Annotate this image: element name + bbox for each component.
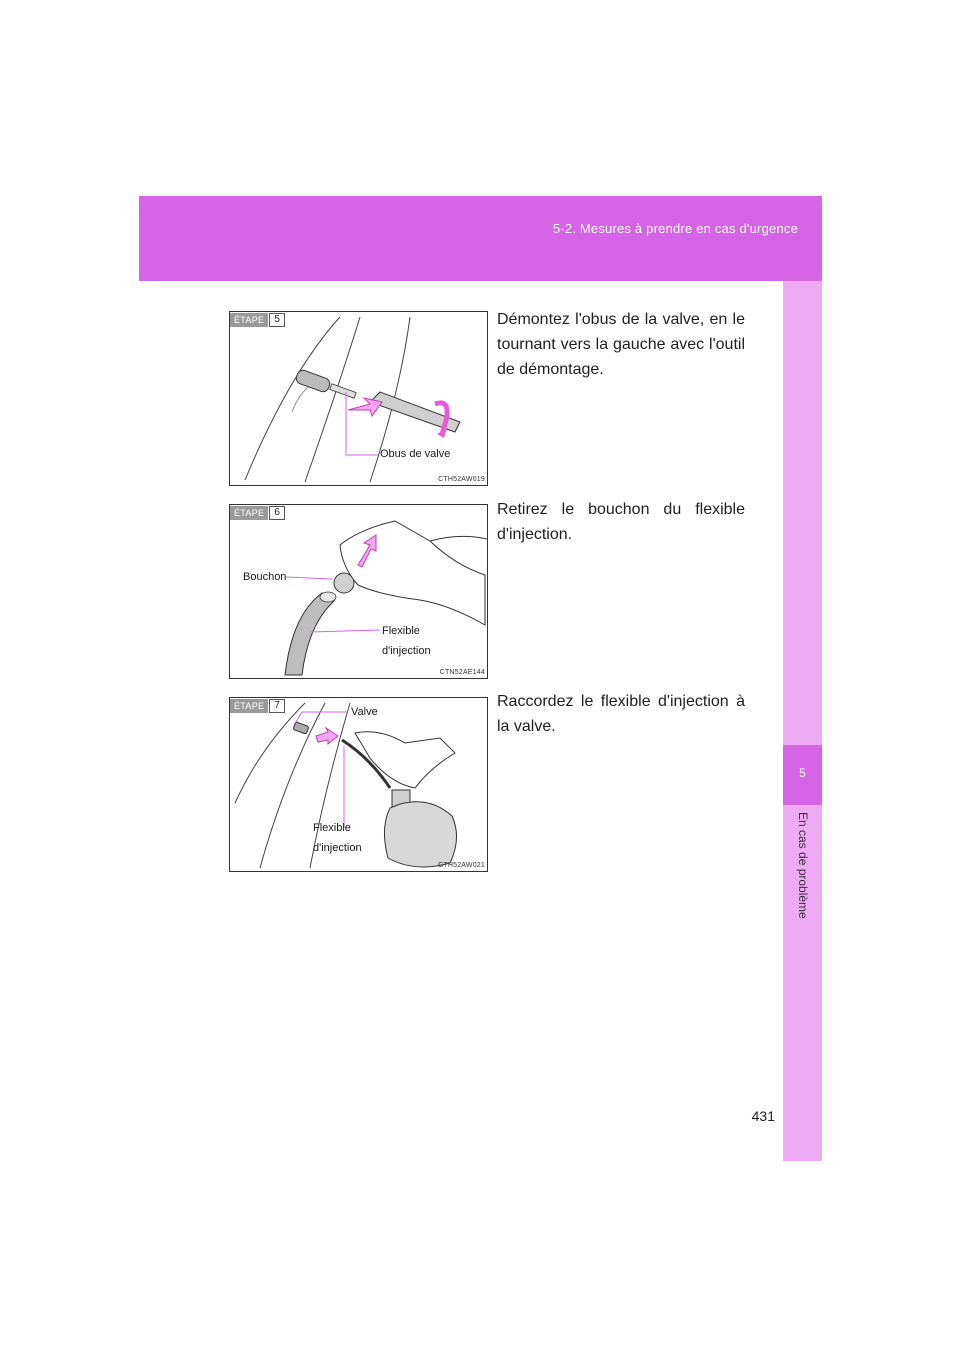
- step-number: 5: [269, 313, 285, 327]
- step-number: 6: [269, 506, 285, 520]
- step-label: ÉTAPE: [230, 506, 269, 520]
- callout-d-injection: d'injection: [382, 645, 431, 657]
- step-7-instruction: Raccordez le flexible d'injection à la v…: [497, 693, 745, 735]
- step-label: ÉTAPE: [230, 699, 269, 713]
- callout-flexible: Flexible: [313, 822, 351, 834]
- callout-obus-de-valve: Obus de valve: [380, 448, 451, 460]
- section-title: 5-2. Mesures à prendre en cas d'urgence: [552, 221, 798, 236]
- figure-code: CTH52AW019: [438, 476, 485, 483]
- header-band: 5-2. Mesures à prendre en cas d'urgence: [139, 196, 822, 281]
- step-6-instruction: Retirez le bouchon du flexible d'injecti…: [497, 501, 745, 543]
- figure-code: CTN52AE144: [439, 669, 485, 676]
- cap-removal-illustration: [284, 520, 487, 676]
- callout-d-injection: d'injection: [313, 842, 362, 854]
- step-5-instruction: Démontez l'obus de la valve, en le tourn…: [497, 311, 745, 378]
- chapter-name: En cas de problème: [796, 812, 810, 919]
- step-5-badge: ÉTAPE 5: [230, 313, 285, 327]
- figure-code: CTH52AW021: [438, 862, 485, 869]
- step-number: 7: [269, 699, 285, 713]
- side-tab: [783, 281, 822, 1161]
- step-6-figure: ÉTAPE 6 Bouchon Flexible d'injection CTN…: [229, 504, 488, 679]
- hose-connection-illustration: [234, 702, 457, 869]
- callout-valve: Valve: [351, 706, 378, 718]
- step-5-figure: ÉTAPE 5 Obus de valve CTH52AW019: [229, 311, 488, 486]
- page-number: 431: [751, 1108, 775, 1124]
- callout-bouchon: Bouchon: [243, 571, 287, 583]
- step-7-badge: ÉTAPE 7: [230, 699, 285, 713]
- step-6-badge: ÉTAPE 6: [230, 506, 285, 520]
- chapter-number: 5: [799, 766, 806, 780]
- valve-core-removal-illustration: [244, 316, 461, 483]
- callout-flexible: Flexible: [382, 625, 420, 637]
- step-label: ÉTAPE: [230, 313, 269, 327]
- side-tab-chapter-marker: [783, 745, 822, 805]
- step-7-figure: ÉTAPE 7 Valve Flexible d'injection CTH52…: [229, 697, 488, 872]
